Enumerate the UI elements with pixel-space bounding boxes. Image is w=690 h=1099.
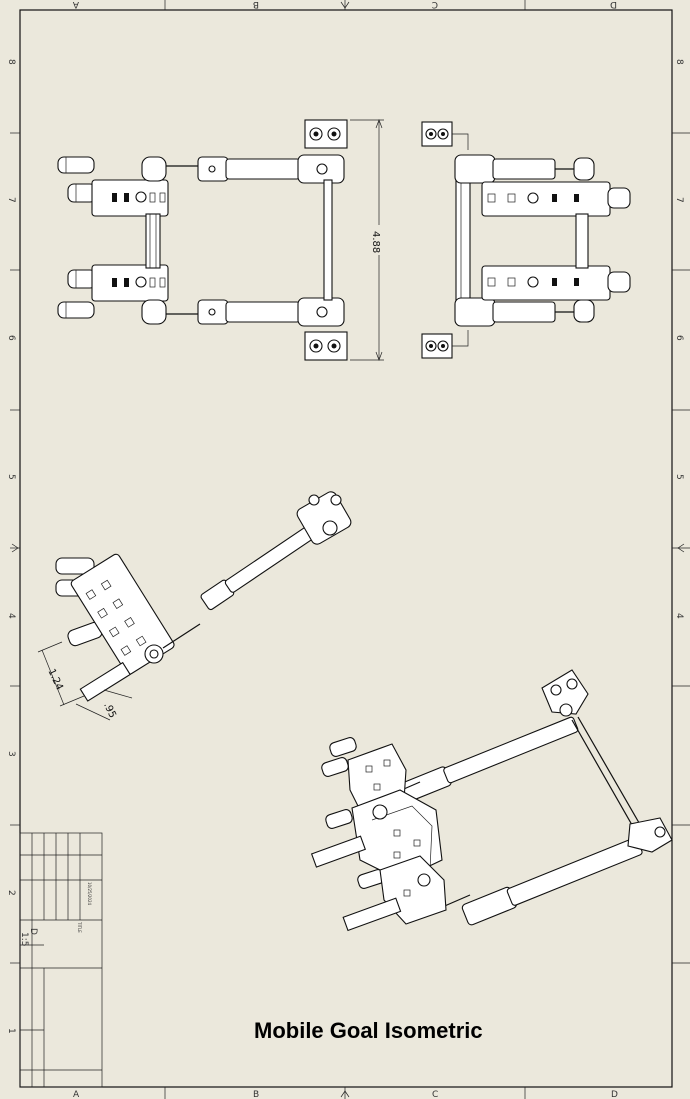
zone-left-6: 6 bbox=[6, 335, 16, 341]
nut-brackets-right bbox=[421, 121, 469, 359]
caption: Mobile Goal Isometric bbox=[254, 1018, 483, 1043]
zone-top-a: A bbox=[72, 0, 79, 9]
iso-bolt-knobs bbox=[321, 737, 385, 889]
zone-right-8: 8 bbox=[674, 59, 684, 65]
title-block-scale: 1:5 bbox=[19, 932, 29, 946]
top-view-right bbox=[421, 121, 631, 359]
zone-left-8: 8 bbox=[6, 59, 16, 65]
zone-labels: A B C D A B C D 8 7 6 5 4 3 2 1 8 7 6 5 … bbox=[6, 0, 684, 1099]
sheet-border bbox=[10, 0, 690, 1099]
zone-bottom-a: A bbox=[73, 1090, 80, 1099]
top-view-left: 4.88 bbox=[57, 119, 384, 361]
iso-cross-shaft bbox=[571, 719, 637, 833]
bracket-plates-left bbox=[91, 179, 169, 302]
iso-lower-actuator bbox=[439, 837, 643, 926]
side-view: 1.24 .95 bbox=[37, 491, 352, 721]
title-block-title-label: TITLE bbox=[77, 921, 82, 933]
zone-right-4: 4 bbox=[674, 613, 684, 619]
spacer-shaft-right bbox=[575, 213, 589, 269]
zone-bottom-c: C bbox=[432, 1090, 438, 1099]
zone-top-d: D bbox=[610, 0, 617, 9]
dimension-side-a: 1.24 bbox=[45, 667, 64, 692]
cross-shaft-left bbox=[323, 179, 333, 301]
isometric-view bbox=[310, 669, 673, 932]
zone-left-1: 1 bbox=[6, 1028, 16, 1034]
spacer-shaft-left bbox=[145, 213, 161, 269]
iso-shafts bbox=[310, 835, 402, 932]
zone-right-5: 5 bbox=[674, 474, 684, 480]
zone-right-6: 6 bbox=[674, 335, 684, 341]
zone-left-3: 3 bbox=[6, 751, 16, 757]
clevis-ends-right bbox=[454, 154, 496, 327]
iso-upper-actuator bbox=[389, 716, 579, 802]
bracket-plates-right bbox=[481, 181, 611, 301]
cylinders-left bbox=[197, 156, 301, 325]
bolt-knobs-right bbox=[607, 187, 631, 293]
side-shaft bbox=[79, 661, 131, 702]
zone-right-7: 7 bbox=[674, 197, 684, 203]
rod-end-links-right bbox=[573, 157, 595, 323]
cross-shaft-right bbox=[455, 175, 471, 307]
zone-left-4: 4 bbox=[6, 613, 16, 619]
iso-top-bracket bbox=[541, 669, 589, 717]
title-block-size: D bbox=[28, 928, 38, 935]
side-actuator bbox=[162, 515, 331, 649]
zone-left-5: 5 bbox=[6, 474, 16, 480]
zone-bottom-d: D bbox=[611, 1090, 618, 1099]
zone-top-c: C bbox=[432, 0, 438, 9]
dimension-height: 4.88 bbox=[350, 119, 384, 361]
bolt-knobs-left bbox=[57, 156, 97, 319]
zone-bottom-b: B bbox=[253, 1090, 259, 1099]
zone-top-b: B bbox=[253, 0, 259, 9]
nut-brackets-left bbox=[304, 119, 348, 361]
zone-left-7: 7 bbox=[6, 197, 16, 203]
zone-left-2: 2 bbox=[6, 890, 16, 896]
clevis-ends-left bbox=[297, 154, 345, 327]
title-block-date: 10/25/2024 bbox=[87, 882, 92, 906]
dimension-height-value: 4.88 bbox=[370, 231, 381, 253]
cylinders-right bbox=[492, 158, 578, 323]
side-clevis bbox=[296, 491, 352, 545]
title-block: 1:5 D TITLE 10/25/2024 bbox=[19, 832, 103, 1088]
iso-right-clevis bbox=[627, 817, 673, 853]
rod-end-links-left bbox=[141, 156, 198, 325]
